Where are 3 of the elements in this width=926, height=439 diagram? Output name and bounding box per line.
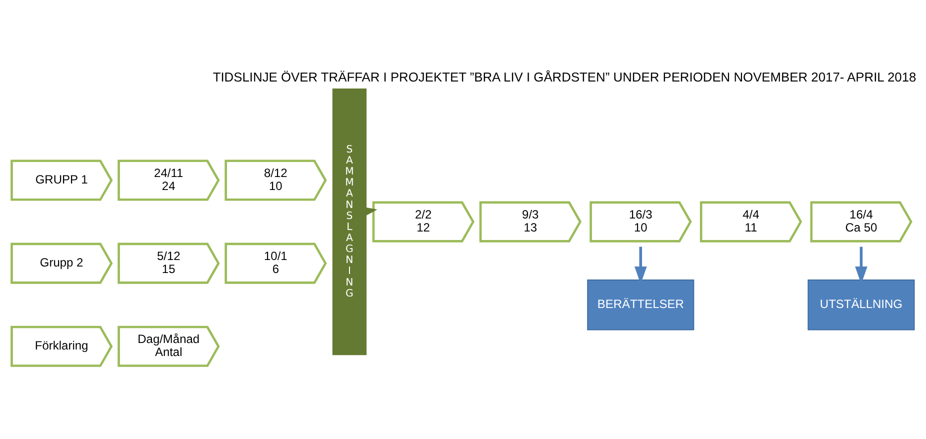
node-box: UTSTÄLLNING bbox=[808, 279, 915, 330]
node-box: BERÄTTELSER bbox=[587, 279, 694, 330]
diagram-title: TIDSLINJE ÖVER TRÄFFAR I PROJEKTET ”BRA LIV I GÅRDSTEN” UNDER PERIODEN NOVEMBER 2017- APRIL 2018 bbox=[212, 70, 916, 85]
